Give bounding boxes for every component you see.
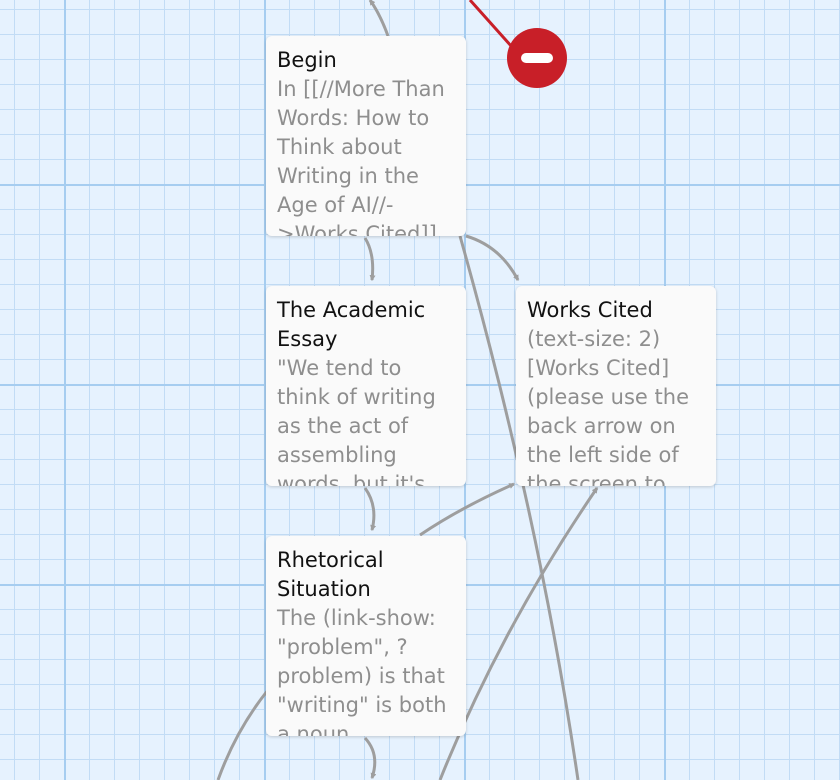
- connector-begin-to-works-cited: [465, 234, 520, 282]
- passage-title: The Academic Essay: [277, 298, 426, 351]
- passage-card-works-cited[interactable]: Works Cited (text-size: 2)[Works Cited] …: [516, 286, 716, 486]
- connector-academic-essay-to-rhetorical-situation: [363, 487, 377, 532]
- passage-excerpt: The (link-show: "problem", ?problem) is …: [277, 606, 447, 736]
- passage-excerpt: (text-size: 2)[Works Cited] (please use …: [527, 327, 689, 486]
- connector-begin-to-academic-essay: [363, 237, 376, 282]
- connector-begin-to-above: [368, 0, 390, 37]
- passage-excerpt: In [[//More Than Words: How to Think abo…: [277, 77, 445, 236]
- connector-to-works-cited-left: [419, 482, 516, 537]
- minus-circle-icon: [521, 53, 553, 63]
- passage-card-the-academic-essay[interactable]: The Academic Essay "We tend to think of …: [266, 286, 466, 486]
- connector-rhetorical-situation-left-down: [216, 689, 270, 780]
- passage-title: Begin: [277, 48, 337, 72]
- passage-card-rhetorical-situation[interactable]: Rhetorical Situation The (link-show: "pr…: [266, 536, 466, 736]
- passage-title: Works Cited: [527, 298, 653, 322]
- delete-link-button[interactable]: [507, 28, 567, 88]
- passage-excerpt: "We tend to think of writing as the act …: [277, 356, 436, 486]
- passage-card-begin[interactable]: Begin In [[//More Than Words: How to Thi…: [266, 36, 466, 236]
- connector-rhetorical-situation-down: [363, 736, 377, 780]
- passage-title: Rhetorical Situation: [277, 548, 384, 601]
